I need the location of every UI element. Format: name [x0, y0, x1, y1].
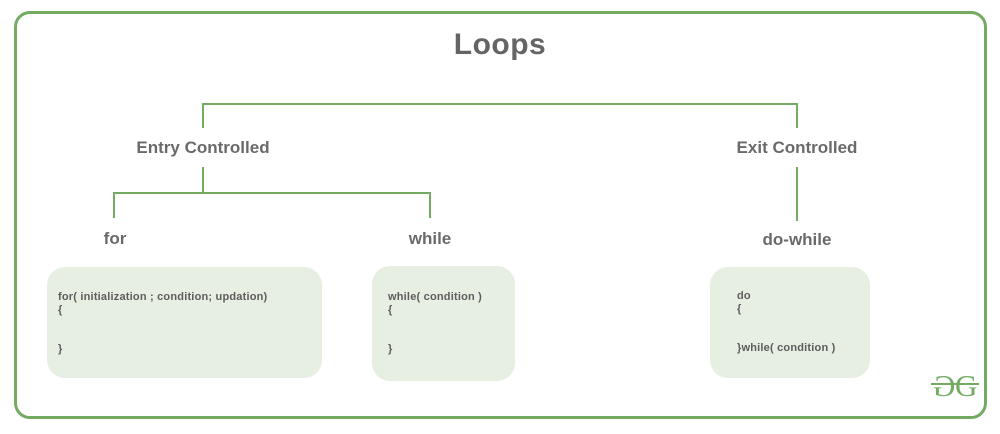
logo-crossbar — [931, 383, 979, 385]
code-text-while: while( condition ) { } — [388, 291, 483, 355]
code-text-for: for( initialization ; condition; updatio… — [58, 291, 268, 355]
branch-label-entry-controlled: Entry Controlled — [136, 138, 270, 157]
logo-g-mirrored-glyph: G — [932, 368, 955, 403]
connector-top-left-stub — [202, 103, 204, 128]
connector-while-stub — [429, 192, 431, 218]
connector-top-right-stub — [796, 103, 798, 128]
geeksforgeeks-logo: GG — [928, 368, 982, 406]
logo-g-glyph: G — [955, 368, 978, 403]
branch-label-exit-controlled: Exit Controlled — [736, 138, 858, 157]
code-text-do-while: do { }while( condition ) — [737, 290, 836, 354]
code-box-do-while: do { }while( condition ) — [710, 267, 870, 378]
connector-top-horizontal — [202, 103, 798, 105]
leaf-label-while: while — [408, 229, 452, 248]
leaf-label-for: for — [103, 229, 127, 248]
connector-entry-down-stub — [202, 167, 204, 193]
connector-for-stub — [113, 192, 115, 218]
connector-exit-vertical — [796, 167, 798, 221]
diagram-title: Loops — [453, 28, 547, 61]
code-box-while: while( condition ) { } — [372, 266, 515, 381]
leaf-label-do-while: do-while — [762, 230, 832, 249]
code-box-for: for( initialization ; condition; updatio… — [47, 267, 322, 378]
connector-entry-horizontal — [113, 192, 431, 194]
